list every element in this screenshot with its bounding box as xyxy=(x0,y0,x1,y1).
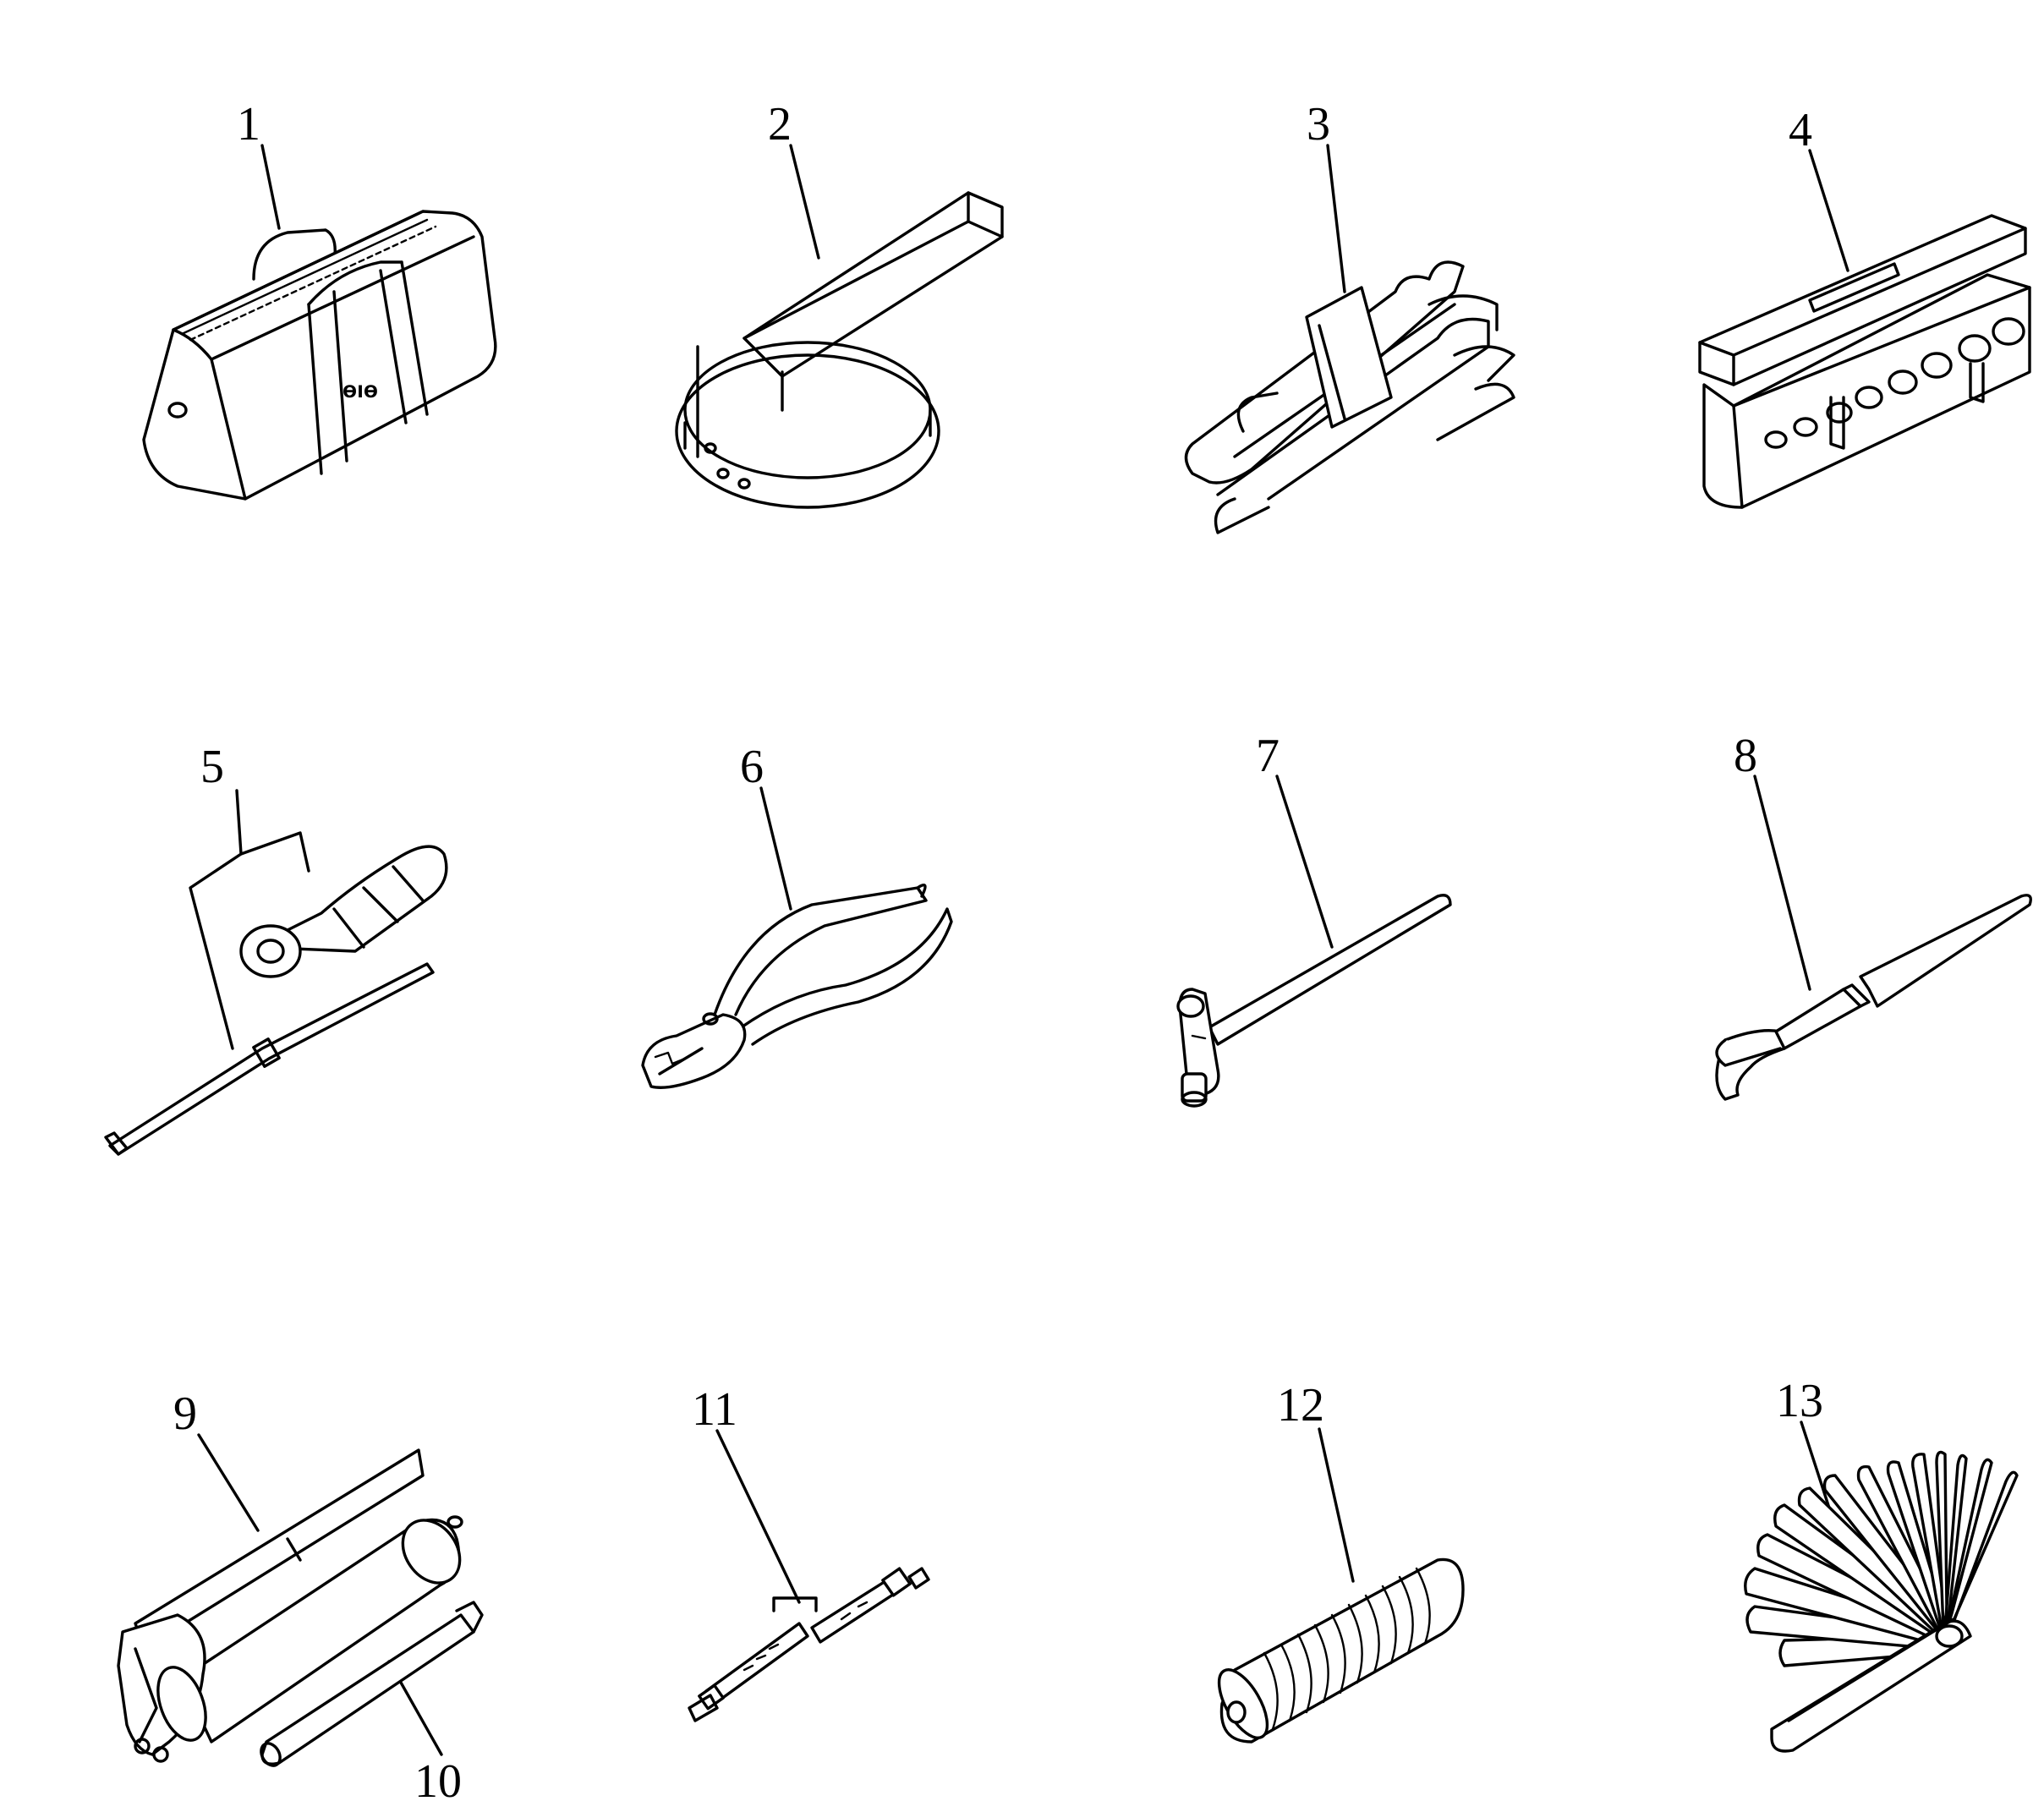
ball-peen-hammer-icon: 7 xyxy=(1176,730,1452,1108)
strainer-element-icon: 12 xyxy=(1217,1379,1465,1744)
callout-11: 11 xyxy=(692,1383,737,1436)
tool-bag-icon: 1 ɵıɵ xyxy=(142,98,497,501)
leader-9 xyxy=(197,1433,260,1532)
leader-6 xyxy=(759,786,792,911)
callout-8: 8 xyxy=(1734,730,1757,782)
callout-9: 9 xyxy=(173,1388,197,1440)
filter-wrench-icon: 2 xyxy=(675,98,1004,509)
wrench-set-icon: 3 xyxy=(1184,98,1515,534)
nozzle-set-icon: 11 xyxy=(688,1383,930,1722)
callout-3: 3 xyxy=(1307,98,1330,151)
leader-1 xyxy=(260,144,281,230)
leader-12 xyxy=(1318,1427,1355,1583)
leader-11-bracket xyxy=(772,1596,818,1612)
leader-7 xyxy=(1275,775,1334,949)
callout-5: 5 xyxy=(200,741,224,793)
leader-5b xyxy=(239,831,310,873)
feeler-gauge-icon: 13 xyxy=(1744,1375,2019,1753)
pliers-icon: 6 xyxy=(641,741,953,1089)
callout-10: 10 xyxy=(414,1755,462,1801)
grease-gun-icon: 9 xyxy=(117,1388,463,1763)
leader-4 xyxy=(1808,149,1849,272)
callout-4: 4 xyxy=(1789,104,1812,156)
leader-3 xyxy=(1326,144,1346,293)
leader-5a xyxy=(189,789,243,1050)
callout-2: 2 xyxy=(768,98,792,151)
callout-7: 7 xyxy=(1256,730,1280,782)
leader-2 xyxy=(789,144,820,260)
svg-text:ɵıɵ: ɵıɵ xyxy=(342,376,378,402)
screwdriver-icon: 5 xyxy=(104,741,448,1156)
callout-1: 1 xyxy=(237,98,260,151)
pry-bar-icon: 8 xyxy=(1715,730,2032,1101)
callout-6: 6 xyxy=(740,741,764,793)
callout-13: 13 xyxy=(1776,1375,1823,1427)
leader-8 xyxy=(1753,775,1811,991)
leader-11 xyxy=(715,1429,801,1604)
socket-set-case-icon: 4 xyxy=(1698,104,2031,509)
extension-pipe-icon: 10 xyxy=(260,1601,484,1801)
callout-12: 12 xyxy=(1277,1379,1324,1431)
